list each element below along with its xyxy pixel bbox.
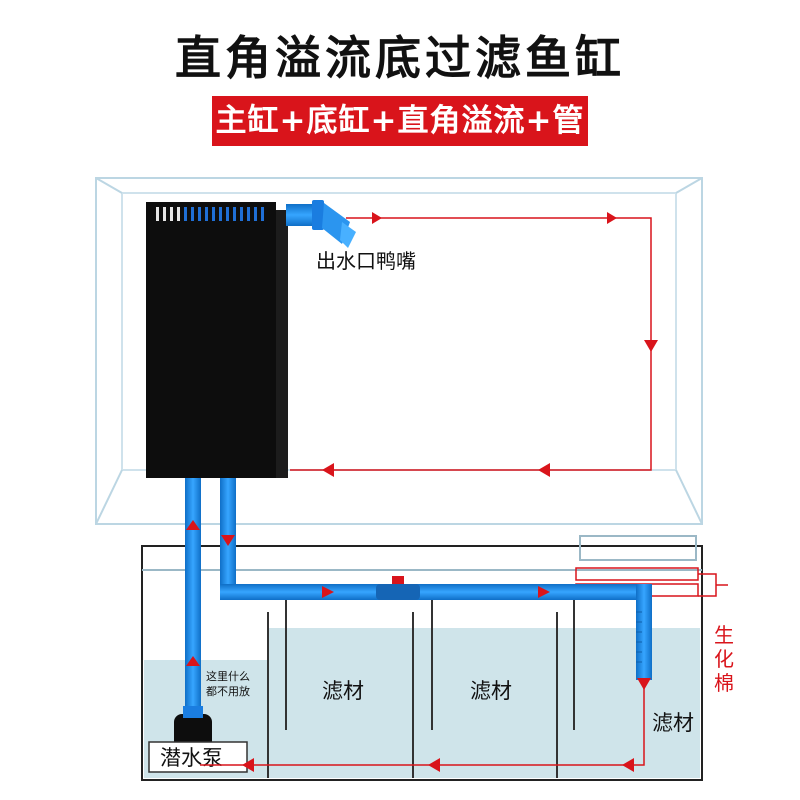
overflow-comb-slots — [156, 207, 264, 221]
flow-arrow-right — [607, 212, 617, 224]
sump-flow — [200, 686, 645, 766]
sump-water — [268, 628, 700, 778]
overflow-box-side — [276, 210, 288, 478]
flow-arrow-down — [221, 535, 235, 546]
sump-top-tray — [579, 535, 697, 561]
flow-arrow-up — [186, 656, 200, 666]
bio-sponge-label-char: 生 — [714, 623, 734, 647]
flow-arrow-left — [322, 463, 334, 477]
flow-arrow-up — [186, 520, 200, 530]
outlet-duckbill-icon — [286, 200, 356, 248]
flow-arrow-right — [372, 212, 382, 224]
media-label-3: 滤材 — [652, 711, 694, 735]
media-label-1: 滤材 — [322, 679, 364, 703]
valve-icon — [376, 576, 420, 600]
bio-sponge-label-char: 化 — [714, 647, 734, 671]
flow-arrow-left — [428, 758, 440, 772]
bio-sponge-label: 生 化 棉 — [714, 623, 734, 695]
media-label-2: 滤材 — [470, 679, 512, 703]
return-pipe — [185, 478, 201, 728]
flow-arrows-sump — [186, 520, 651, 772]
flow-arrow-left — [242, 758, 254, 772]
flow-arrow-left — [538, 463, 550, 477]
main-tank-edge — [95, 177, 123, 194]
overflow-box — [146, 202, 288, 478]
components-banner: 主缸+底缸+直角溢流+管件 — [212, 96, 588, 189]
main-tank — [95, 177, 703, 525]
pump-icon — [174, 706, 212, 750]
pump-label-box — [148, 741, 248, 773]
main-tank-edge — [675, 177, 703, 194]
main-tank-edge — [95, 469, 123, 525]
sump-glass — [141, 545, 703, 781]
flow-arrow-down — [644, 340, 658, 352]
flow-arrow-right — [538, 586, 550, 598]
flow-arrow-right — [322, 586, 334, 598]
outlet-label: 出水口鸭嘴 — [316, 249, 416, 273]
bio-sponge-label-char: 棉 — [714, 671, 734, 695]
flow-arrows-main — [322, 212, 658, 477]
note-label-line1: 这里什么 — [206, 669, 250, 683]
pump-label: 潜水泵 — [160, 746, 223, 770]
main-tank-edge — [675, 469, 703, 525]
overflow-box-body — [146, 202, 276, 478]
note-label-line2: 都不用放 — [206, 684, 250, 698]
page-title: 直角溢流底过滤鱼缸 — [175, 31, 625, 85]
flow-arrow-left — [622, 758, 634, 772]
flow-arrow-down — [637, 678, 651, 690]
